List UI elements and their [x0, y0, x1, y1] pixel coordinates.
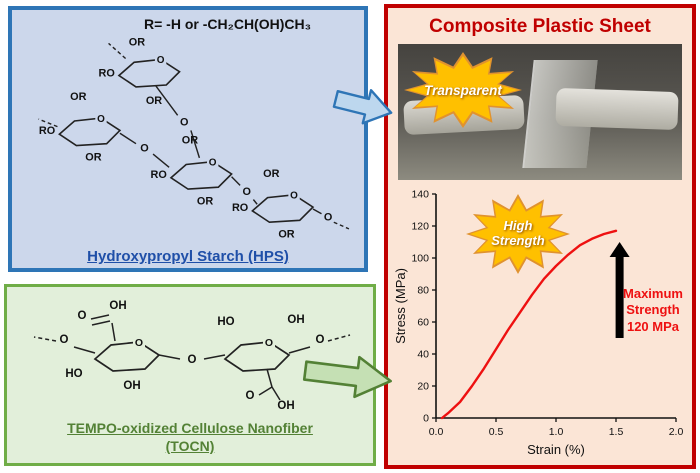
svg-text:O: O: [265, 337, 273, 349]
svg-text:OH: OH: [123, 380, 140, 392]
tocn-title-line1: TEMPO-oxidized Cellulose Nanofiber: [67, 419, 313, 436]
svg-text:60: 60: [417, 317, 429, 329]
r-group-definition: R= -H or -CH₂CH(OH)CH₃: [144, 16, 312, 32]
svg-text:RO: RO: [39, 125, 55, 137]
composite-photo: Transparent: [398, 44, 682, 180]
svg-text:1.0: 1.0: [549, 426, 564, 438]
svg-text:HO: HO: [217, 316, 234, 328]
svg-text:OR: OR: [278, 228, 294, 240]
svg-text:OR: OR: [129, 36, 145, 48]
svg-text:OR: OR: [182, 135, 198, 147]
svg-text:OH: OH: [287, 314, 304, 326]
svg-text:2.0: 2.0: [669, 426, 684, 438]
svg-text:120: 120: [411, 221, 429, 233]
svg-text:OR: OR: [263, 168, 279, 180]
svg-text:Stress (MPa): Stress (MPa): [393, 268, 408, 344]
svg-text:80: 80: [417, 285, 429, 297]
hps-title: Hydroxypropyl Starch (HPS): [87, 248, 289, 265]
hps-to-composite-arrow-icon: [329, 79, 399, 133]
svg-text:O: O: [97, 114, 105, 125]
svg-text:OR: OR: [146, 95, 162, 107]
svg-text:OH: OH: [277, 400, 294, 412]
svg-text:20: 20: [417, 381, 429, 393]
svg-text:O: O: [246, 390, 255, 402]
svg-text:OR: OR: [197, 195, 213, 207]
svg-text:O: O: [324, 211, 332, 223]
svg-text:O: O: [157, 55, 165, 66]
svg-text:OH: OH: [109, 300, 126, 312]
svg-text:0: 0: [423, 413, 429, 425]
tocn-to-composite-arrow-icon: [300, 347, 397, 406]
svg-text:O: O: [290, 191, 298, 202]
svg-text:RO: RO: [232, 202, 248, 214]
svg-text:O: O: [242, 186, 250, 198]
svg-text:100: 100: [411, 253, 429, 265]
svg-text:OR: OR: [70, 91, 86, 103]
hps-structure-drawing: O O O O OR RO OR OR RO OR OR RO OR OR RO OR O O O O: [38, 36, 350, 240]
svg-text:40: 40: [417, 349, 429, 361]
svg-text:Strain (%): Strain (%): [527, 442, 585, 457]
svg-text:O: O: [78, 310, 87, 322]
max-strength-annotation: Maximum Strength 120 MPa: [623, 286, 683, 334]
stress-strain-plot: 0 20 40 60 80 100 120 140 0.0 0.5 1.0 1.5 2.0Strain …: [393, 189, 684, 458]
composite-title: Composite Plastic Sheet: [429, 16, 651, 37]
composite-panel: Composite Plastic Sheet Transparent 0 20 4…: [384, 4, 696, 469]
svg-text:O: O: [135, 337, 143, 349]
high-strength-badge-label: High Strength: [491, 218, 545, 248]
svg-text:O: O: [188, 354, 197, 366]
svg-text:O: O: [180, 117, 188, 129]
svg-text:0.0: 0.0: [429, 426, 444, 438]
svg-text:RO: RO: [99, 67, 115, 79]
tocn-title: TEMPO-oxidized Cellulose Nanofiber (TOCN…: [7, 419, 373, 455]
svg-text:RO: RO: [151, 169, 167, 181]
svg-text:O: O: [209, 157, 217, 168]
transparent-badge-label: Transparent: [424, 82, 502, 98]
tocn-title-line2: (TOCN): [165, 437, 215, 454]
svg-text:140: 140: [411, 189, 429, 201]
svg-text:O: O: [316, 334, 325, 346]
svg-text:O: O: [60, 334, 69, 346]
svg-text:OR: OR: [85, 152, 101, 164]
svg-text:O: O: [140, 142, 148, 154]
svg-text:0.5: 0.5: [489, 426, 504, 438]
svg-text:HO: HO: [65, 368, 82, 380]
svg-text:1.5: 1.5: [609, 426, 624, 438]
plastic-specimen-right: [555, 87, 679, 131]
